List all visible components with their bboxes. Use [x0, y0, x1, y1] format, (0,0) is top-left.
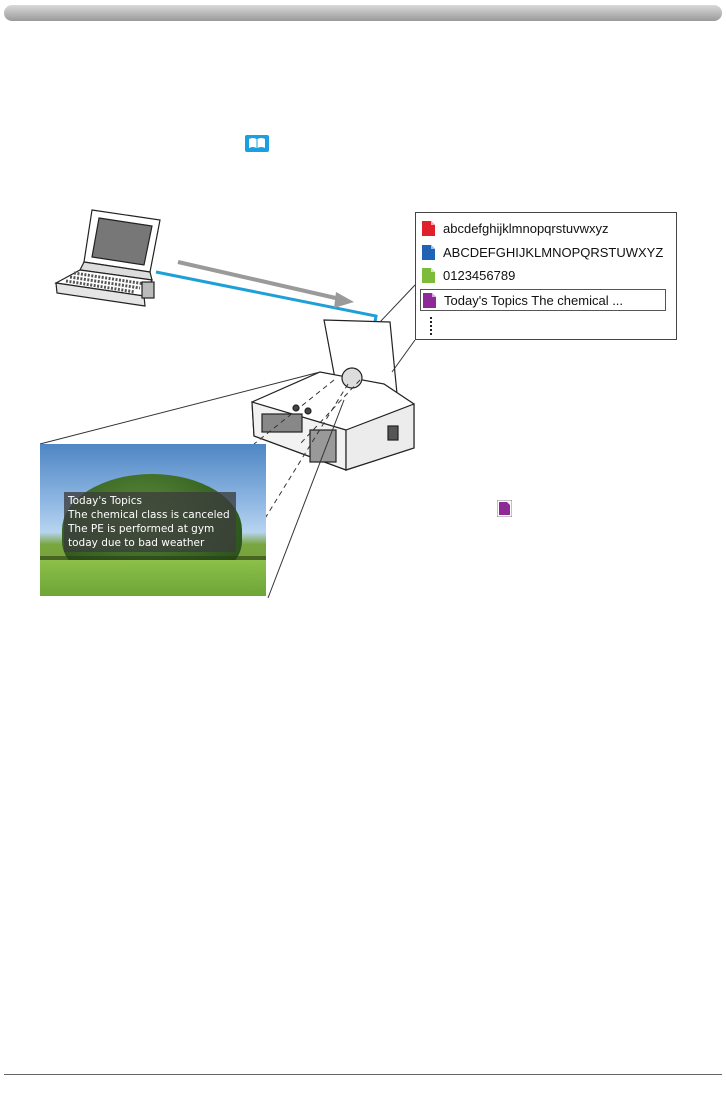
red-file-icon: [422, 221, 435, 236]
list-item[interactable]: 0123456789: [422, 264, 515, 286]
list-item-selected[interactable]: Today's Topics The chemical ...: [420, 289, 666, 311]
overlay-line: Today's Topics: [68, 494, 232, 508]
list-item-label: ABCDEFGHIJKLMNOPQRSTUWXYZ: [443, 245, 663, 260]
more-items-indicator: [430, 317, 434, 335]
green-file-icon: [422, 268, 435, 283]
projected-screen: Today's Topics The chemical class is can…: [40, 444, 266, 596]
message-overlay: Today's Topics The chemical class is can…: [64, 492, 236, 552]
laptop: [56, 210, 160, 306]
list-item[interactable]: abcdefghijklmnopqrstuvwxyz: [422, 217, 608, 239]
list-item-label: 0123456789: [443, 268, 515, 283]
list-item-label: abcdefghijklmnopqrstuvwxyz: [443, 221, 608, 236]
grass-image: [40, 560, 266, 596]
message-list-panel: abcdefghijklmnopqrstuvwxyz ABCDEFGHIJKLM…: [415, 212, 677, 340]
page-divider: [4, 1074, 722, 1075]
overlay-line: The chemical class is canceled: [68, 508, 232, 522]
list-item-label: Today's Topics The chemical ...: [444, 293, 623, 308]
overlay-line: today due to bad weather: [68, 536, 232, 550]
purple-file-icon: [423, 293, 436, 308]
transfer-arrow: [178, 262, 354, 308]
purple-file-icon: [497, 500, 512, 517]
list-item[interactable]: ABCDEFGHIJKLMNOPQRSTUWXYZ: [422, 241, 663, 263]
blue-file-icon: [422, 245, 435, 260]
projector: [252, 320, 414, 470]
overlay-line: The PE is performed at gym: [68, 522, 232, 536]
